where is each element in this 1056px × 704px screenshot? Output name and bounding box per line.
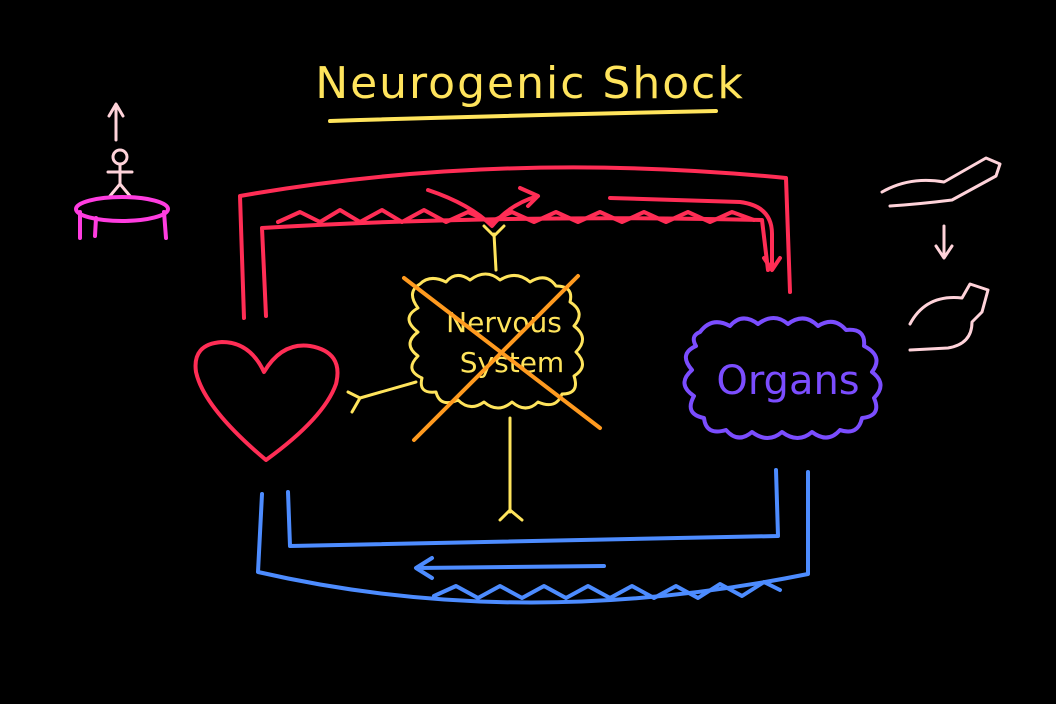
arm-flexed bbox=[908, 282, 990, 352]
cross-out-icon bbox=[402, 274, 602, 442]
trampoline-mat bbox=[74, 195, 170, 223]
vein-inner-wall bbox=[286, 468, 780, 548]
artery-flow-scribble bbox=[276, 208, 756, 224]
cross-line-2 bbox=[412, 274, 580, 442]
venous-flow bbox=[256, 468, 810, 605]
title-underline bbox=[328, 109, 718, 123]
person-head bbox=[111, 148, 129, 166]
artery-flow-arrow bbox=[608, 196, 782, 272]
up-arrow-head bbox=[107, 102, 125, 118]
nerve-up bbox=[482, 224, 506, 272]
nervous-system-group bbox=[346, 224, 584, 522]
diagram-title: Neurogenic Shock bbox=[315, 58, 745, 109]
artery-inner-wall bbox=[260, 216, 770, 318]
organs-cloud bbox=[682, 316, 883, 440]
trampoline-person-icon bbox=[74, 102, 170, 240]
arm-relaxed bbox=[880, 156, 1002, 208]
arm-transition-arrow bbox=[934, 224, 954, 260]
person-legs bbox=[108, 182, 132, 198]
arm-flex-icon bbox=[880, 156, 1002, 352]
nerve-to-heart bbox=[346, 380, 418, 414]
vein-flow-scribble bbox=[432, 580, 782, 600]
organs-label: Organs bbox=[716, 358, 859, 404]
artery-outer-wall bbox=[238, 165, 792, 320]
vein-outer-wall bbox=[256, 470, 810, 605]
title-group: Neurogenic Shock bbox=[315, 58, 745, 123]
vein-flow-arrow bbox=[414, 556, 606, 580]
nervous-system-label: Nervous System bbox=[446, 306, 564, 379]
arterial-flow bbox=[238, 165, 792, 320]
nervous-system-cloud bbox=[407, 272, 584, 410]
nerve-down bbox=[498, 416, 524, 522]
heart-icon bbox=[193, 340, 340, 462]
artery-branch-arrow bbox=[426, 186, 540, 228]
organs-group: Organs bbox=[682, 316, 883, 440]
trampoline-legs bbox=[78, 210, 168, 240]
